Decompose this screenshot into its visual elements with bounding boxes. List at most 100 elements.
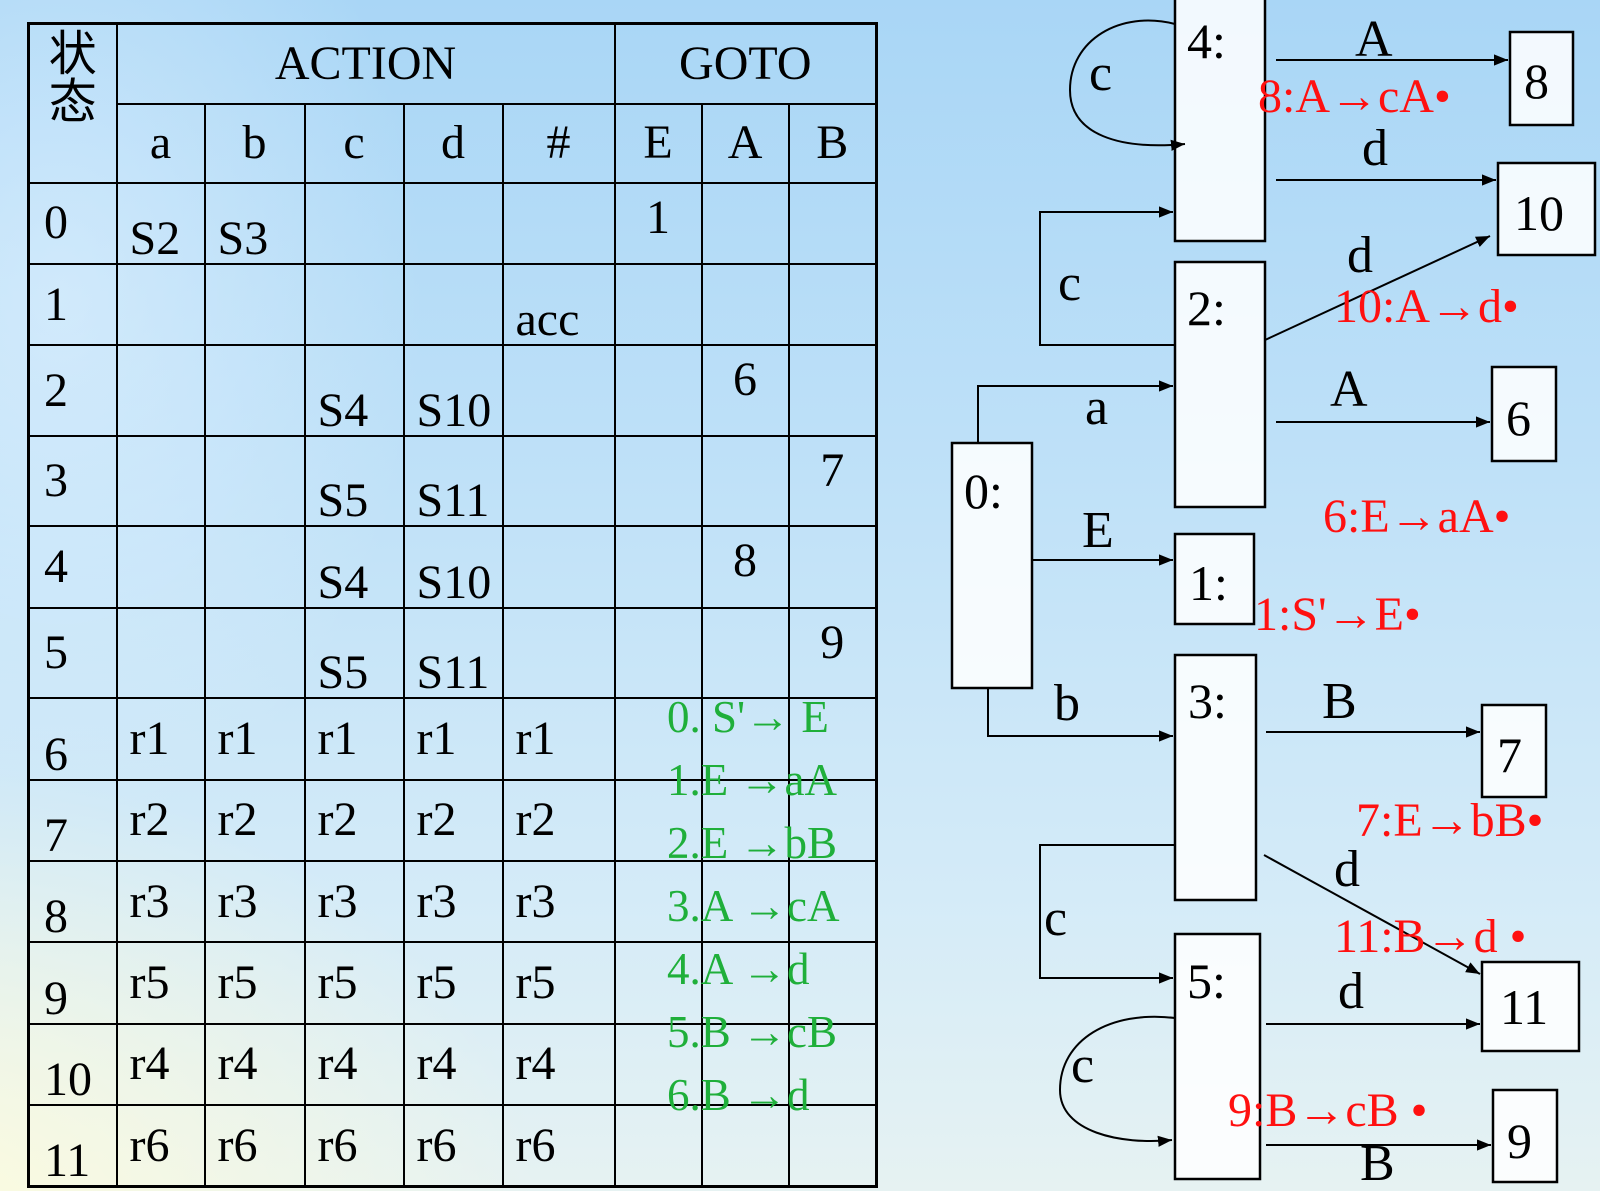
edge-label-2-c: c xyxy=(1058,255,1081,312)
edge-0-a xyxy=(977,380,1173,443)
state-8-box xyxy=(1508,30,1575,127)
action-cell: S5 xyxy=(303,606,405,700)
state-5-box xyxy=(1173,932,1262,1181)
action-cell: r2 xyxy=(303,778,405,862)
state-number: 8 xyxy=(27,859,118,944)
state-8-label: 8 xyxy=(1524,53,1549,109)
action-symbol-c: c xyxy=(303,102,405,184)
state-4-label: 4: xyxy=(1187,13,1226,69)
grammar-productions: 0. S'→ E 1.E →aA 2.E →bB 3.A →cA 4.A →d … xyxy=(667,686,877,1127)
action-cell: S10 xyxy=(402,525,504,609)
goto-cell xyxy=(700,1104,790,1188)
action-cell xyxy=(303,262,405,347)
goto-cell: 8 xyxy=(700,525,790,609)
state-0-box xyxy=(950,441,1034,690)
goto-header: GOTO xyxy=(613,22,878,105)
action-cell: r5 xyxy=(203,941,306,1025)
state-number: 10 xyxy=(27,1022,118,1107)
action-cell xyxy=(203,434,306,528)
action-cell: r6 xyxy=(402,1104,504,1188)
action-cell: r3 xyxy=(501,859,616,944)
action-cell: r3 xyxy=(115,859,206,944)
production-0: 0. S'→ E xyxy=(667,692,829,742)
action-cell: r1 xyxy=(203,697,306,781)
goto-cell: 7 xyxy=(787,434,878,528)
goto-cell xyxy=(787,262,878,347)
edge-label-3-B: B xyxy=(1322,673,1357,730)
action-cell: r6 xyxy=(303,1104,405,1188)
action-cell: r5 xyxy=(115,941,206,1025)
goto-cell xyxy=(787,181,878,265)
item-9: 9:B→cB • xyxy=(1228,1084,1427,1137)
goto-cell xyxy=(700,181,790,265)
state-11-label: 11 xyxy=(1500,979,1548,1035)
edge-label-5-c: c xyxy=(1071,1037,1094,1094)
goto-cell xyxy=(700,434,790,528)
edge-label-2-d: d xyxy=(1347,227,1373,284)
action-cell: r6 xyxy=(115,1104,206,1188)
action-cell: S5 xyxy=(303,434,405,528)
goto-cell xyxy=(787,1022,878,1107)
goto-cell: 6 xyxy=(700,344,790,437)
goto-cell xyxy=(613,434,703,528)
action-cell xyxy=(115,606,206,700)
goto-symbol-E: E xyxy=(613,102,703,184)
action-cell: S10 xyxy=(402,344,504,437)
state-7-label: 7 xyxy=(1497,727,1522,783)
action-cell xyxy=(402,181,504,265)
state-1-box xyxy=(1173,532,1256,626)
action-cell: r6 xyxy=(203,1104,306,1188)
goto-cell xyxy=(700,606,790,700)
edge-4-c xyxy=(1068,19,1186,151)
edge-label-4-d: d xyxy=(1362,120,1388,177)
state-column-header: 状态 xyxy=(27,22,118,184)
edge-2-d xyxy=(1264,235,1491,341)
state-2-label: 2: xyxy=(1187,280,1226,336)
action-cell: r5 xyxy=(501,941,616,1025)
edge-3-d xyxy=(1263,854,1481,975)
item-8: 8:A→cA• xyxy=(1258,70,1451,123)
goto-cell xyxy=(613,344,703,437)
action-cell: r6 xyxy=(501,1104,616,1188)
edge-2-c xyxy=(1039,206,1175,346)
action-cell xyxy=(203,262,306,347)
state-11-box xyxy=(1480,960,1581,1053)
action-cell: S2 xyxy=(115,181,206,265)
production-5: 5.B →cB xyxy=(667,1007,838,1057)
action-cell: r3 xyxy=(203,859,306,944)
action-cell xyxy=(203,344,306,437)
action-cell: r4 xyxy=(501,1022,616,1107)
action-cell: S4 xyxy=(303,525,405,609)
action-cell: r4 xyxy=(115,1022,206,1107)
state-6-box xyxy=(1490,365,1558,463)
action-cell: r2 xyxy=(115,778,206,862)
state-number: 3 xyxy=(27,434,118,528)
goto-cell xyxy=(787,941,878,1025)
action-cell: r2 xyxy=(501,778,616,862)
state-number: 9 xyxy=(27,941,118,1025)
action-cell xyxy=(203,525,306,609)
goto-cell xyxy=(700,778,790,862)
state-2-box xyxy=(1173,260,1267,509)
action-cell: r5 xyxy=(303,941,405,1025)
action-cell xyxy=(303,181,405,265)
state-number: 2 xyxy=(27,344,118,437)
action-cell: r1 xyxy=(303,697,405,781)
production-4: 4.A →d xyxy=(667,944,810,994)
action-cell xyxy=(115,262,206,347)
state-number: 1 xyxy=(27,262,118,347)
goto-cell xyxy=(613,262,703,347)
state-number: 5 xyxy=(27,606,118,700)
edge-0-b xyxy=(987,688,1173,742)
edge-label-5-d: d xyxy=(1338,963,1364,1020)
state-7-box xyxy=(1480,703,1548,799)
goto-cell xyxy=(700,697,790,781)
